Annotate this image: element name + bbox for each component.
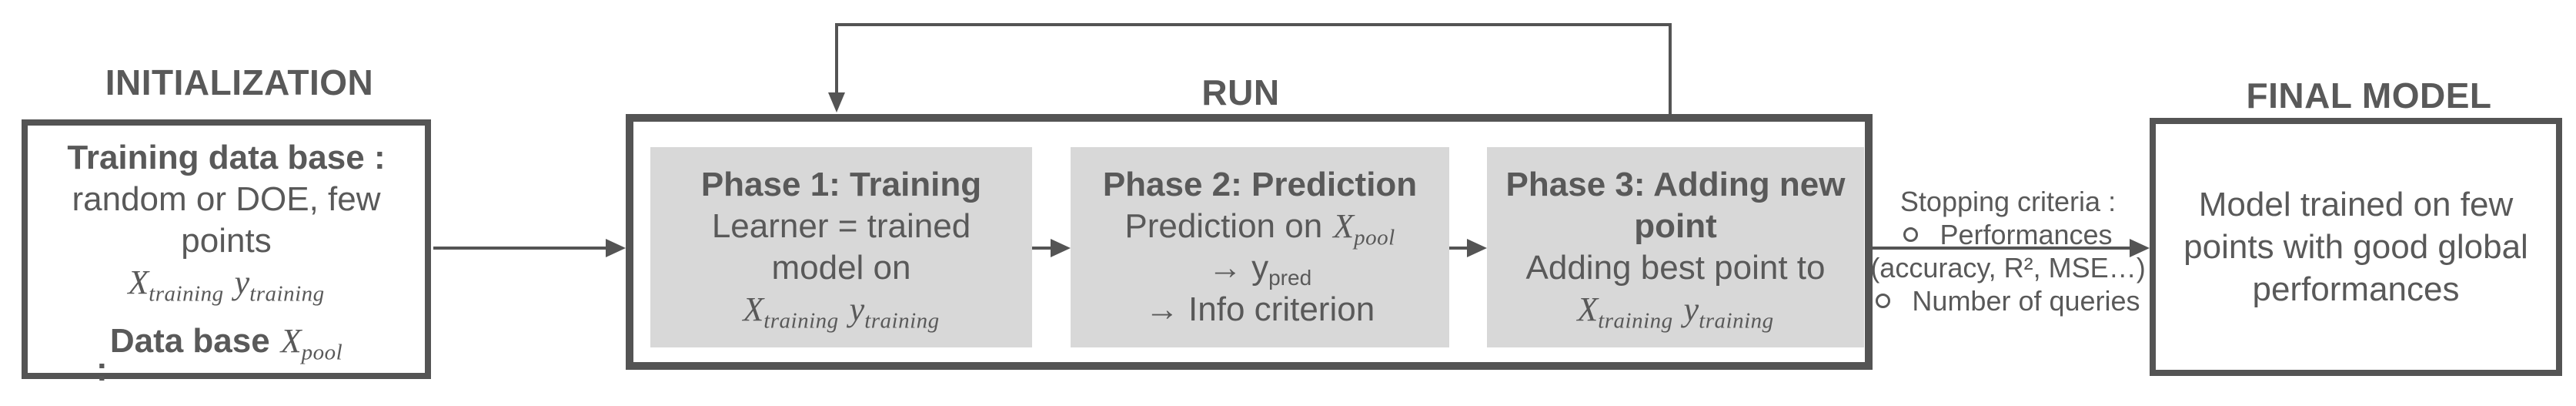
phase2-ypred-line: → ypred	[1208, 247, 1311, 289]
math-x-subscript: training	[763, 308, 839, 334]
init-box-heading: Training data base :	[67, 138, 386, 176]
math-x: X	[280, 321, 302, 360]
phase1-line: model on	[771, 249, 911, 287]
math-y: y	[849, 290, 865, 328]
feedback-loop-right-line	[1669, 23, 1672, 114]
final-box-line: points with good global	[2183, 228, 2528, 266]
clipped-colon-text: :	[96, 351, 108, 388]
final-model-title: FINAL MODEL	[2246, 75, 2492, 116]
ypred-base: → y	[1208, 249, 1269, 287]
feedback-loop-top-line	[837, 23, 1672, 26]
phase1-training-box: Phase 1: Training Learner = trained mode…	[650, 147, 1032, 347]
math-y: y	[1683, 290, 1699, 328]
math-y: y	[234, 263, 250, 301]
math-x: X	[1333, 207, 1355, 245]
phase2-prediction-box: Phase 2: Prediction Prediction on Xpool →…	[1071, 147, 1449, 347]
phase1-line: Learner = trained	[711, 207, 971, 245]
feedback-loop-arrowhead-icon	[828, 92, 845, 112]
arrow-phase2-to-phase3	[1449, 239, 1487, 257]
math-pool-subscript: pool	[1354, 225, 1395, 250]
phase1-heading: Phase 1: Training	[700, 166, 982, 203]
math-y-subscript: training	[249, 280, 325, 306]
final-box-line: performances	[2252, 270, 2460, 308]
run-box	[626, 114, 1873, 370]
math-x: X	[128, 263, 149, 301]
prediction-on-label: Prediction on	[1124, 207, 1323, 245]
init-pool-line: Data base Xpool	[109, 320, 343, 364]
final-box-line: Model trained on few	[2198, 186, 2514, 223]
phase3-heading-line2: point	[1634, 207, 1717, 245]
final-model-box: Model trained on few points with good gl…	[2150, 118, 2562, 376]
init-box-line: points	[181, 221, 272, 260]
phase3-adding-point-box: Phase 3: Adding new point Adding best po…	[1487, 147, 1864, 347]
math-x: X	[743, 290, 764, 328]
initialization-title: INITIALIZATION	[105, 62, 374, 102]
phase2-info-criterion-line: → Info criterion	[1144, 290, 1375, 328]
data-base-label: Data base	[109, 321, 270, 360]
ypred-subscript: pred	[1268, 265, 1312, 290]
math-pool-subscript: pool	[301, 339, 343, 364]
phase2-prediction-line: Prediction on Xpool	[1124, 206, 1395, 250]
stopping-performances-detail: (accuracy, R², MSE…)	[1870, 252, 2146, 284]
stopping-item-queries: Number of queries	[1866, 284, 2150, 317]
phase3-heading-line1: Phase 3: Adding new	[1505, 166, 1846, 203]
performances-label: Performances	[1940, 219, 2113, 250]
number-of-queries-label: Number of queries	[1912, 285, 2140, 317]
feedback-loop-left-line	[835, 23, 838, 94]
math-x-subscript: training	[1598, 308, 1673, 334]
math-y-subscript: training	[864, 308, 940, 334]
init-box-line: random or DOE, few	[72, 180, 381, 218]
arrow-run-to-final	[1873, 239, 2150, 257]
math-y-subscript: training	[1699, 308, 1774, 334]
stopping-criteria-block: Stopping criteria : Performances (accura…	[1866, 185, 2150, 317]
stopping-criteria-heading: Stopping criteria :	[1899, 186, 2117, 217]
circle-bullet-icon	[1876, 294, 1891, 308]
arrow-init-to-run	[433, 239, 626, 257]
phase2-heading: Phase 2: Prediction	[1102, 166, 1418, 203]
stopping-item-performances: Performances	[1866, 218, 2150, 251]
run-title: RUN	[1201, 72, 1280, 112]
circle-bullet-icon	[1903, 227, 1919, 242]
initialization-box: Training data base : random or DOE, few …	[22, 119, 431, 379]
math-x-subscript: training	[149, 280, 224, 306]
phase3-line: Adding best point to	[1525, 249, 1826, 287]
arrow-phase1-to-phase2	[1032, 239, 1071, 257]
math-x: X	[1577, 290, 1599, 328]
